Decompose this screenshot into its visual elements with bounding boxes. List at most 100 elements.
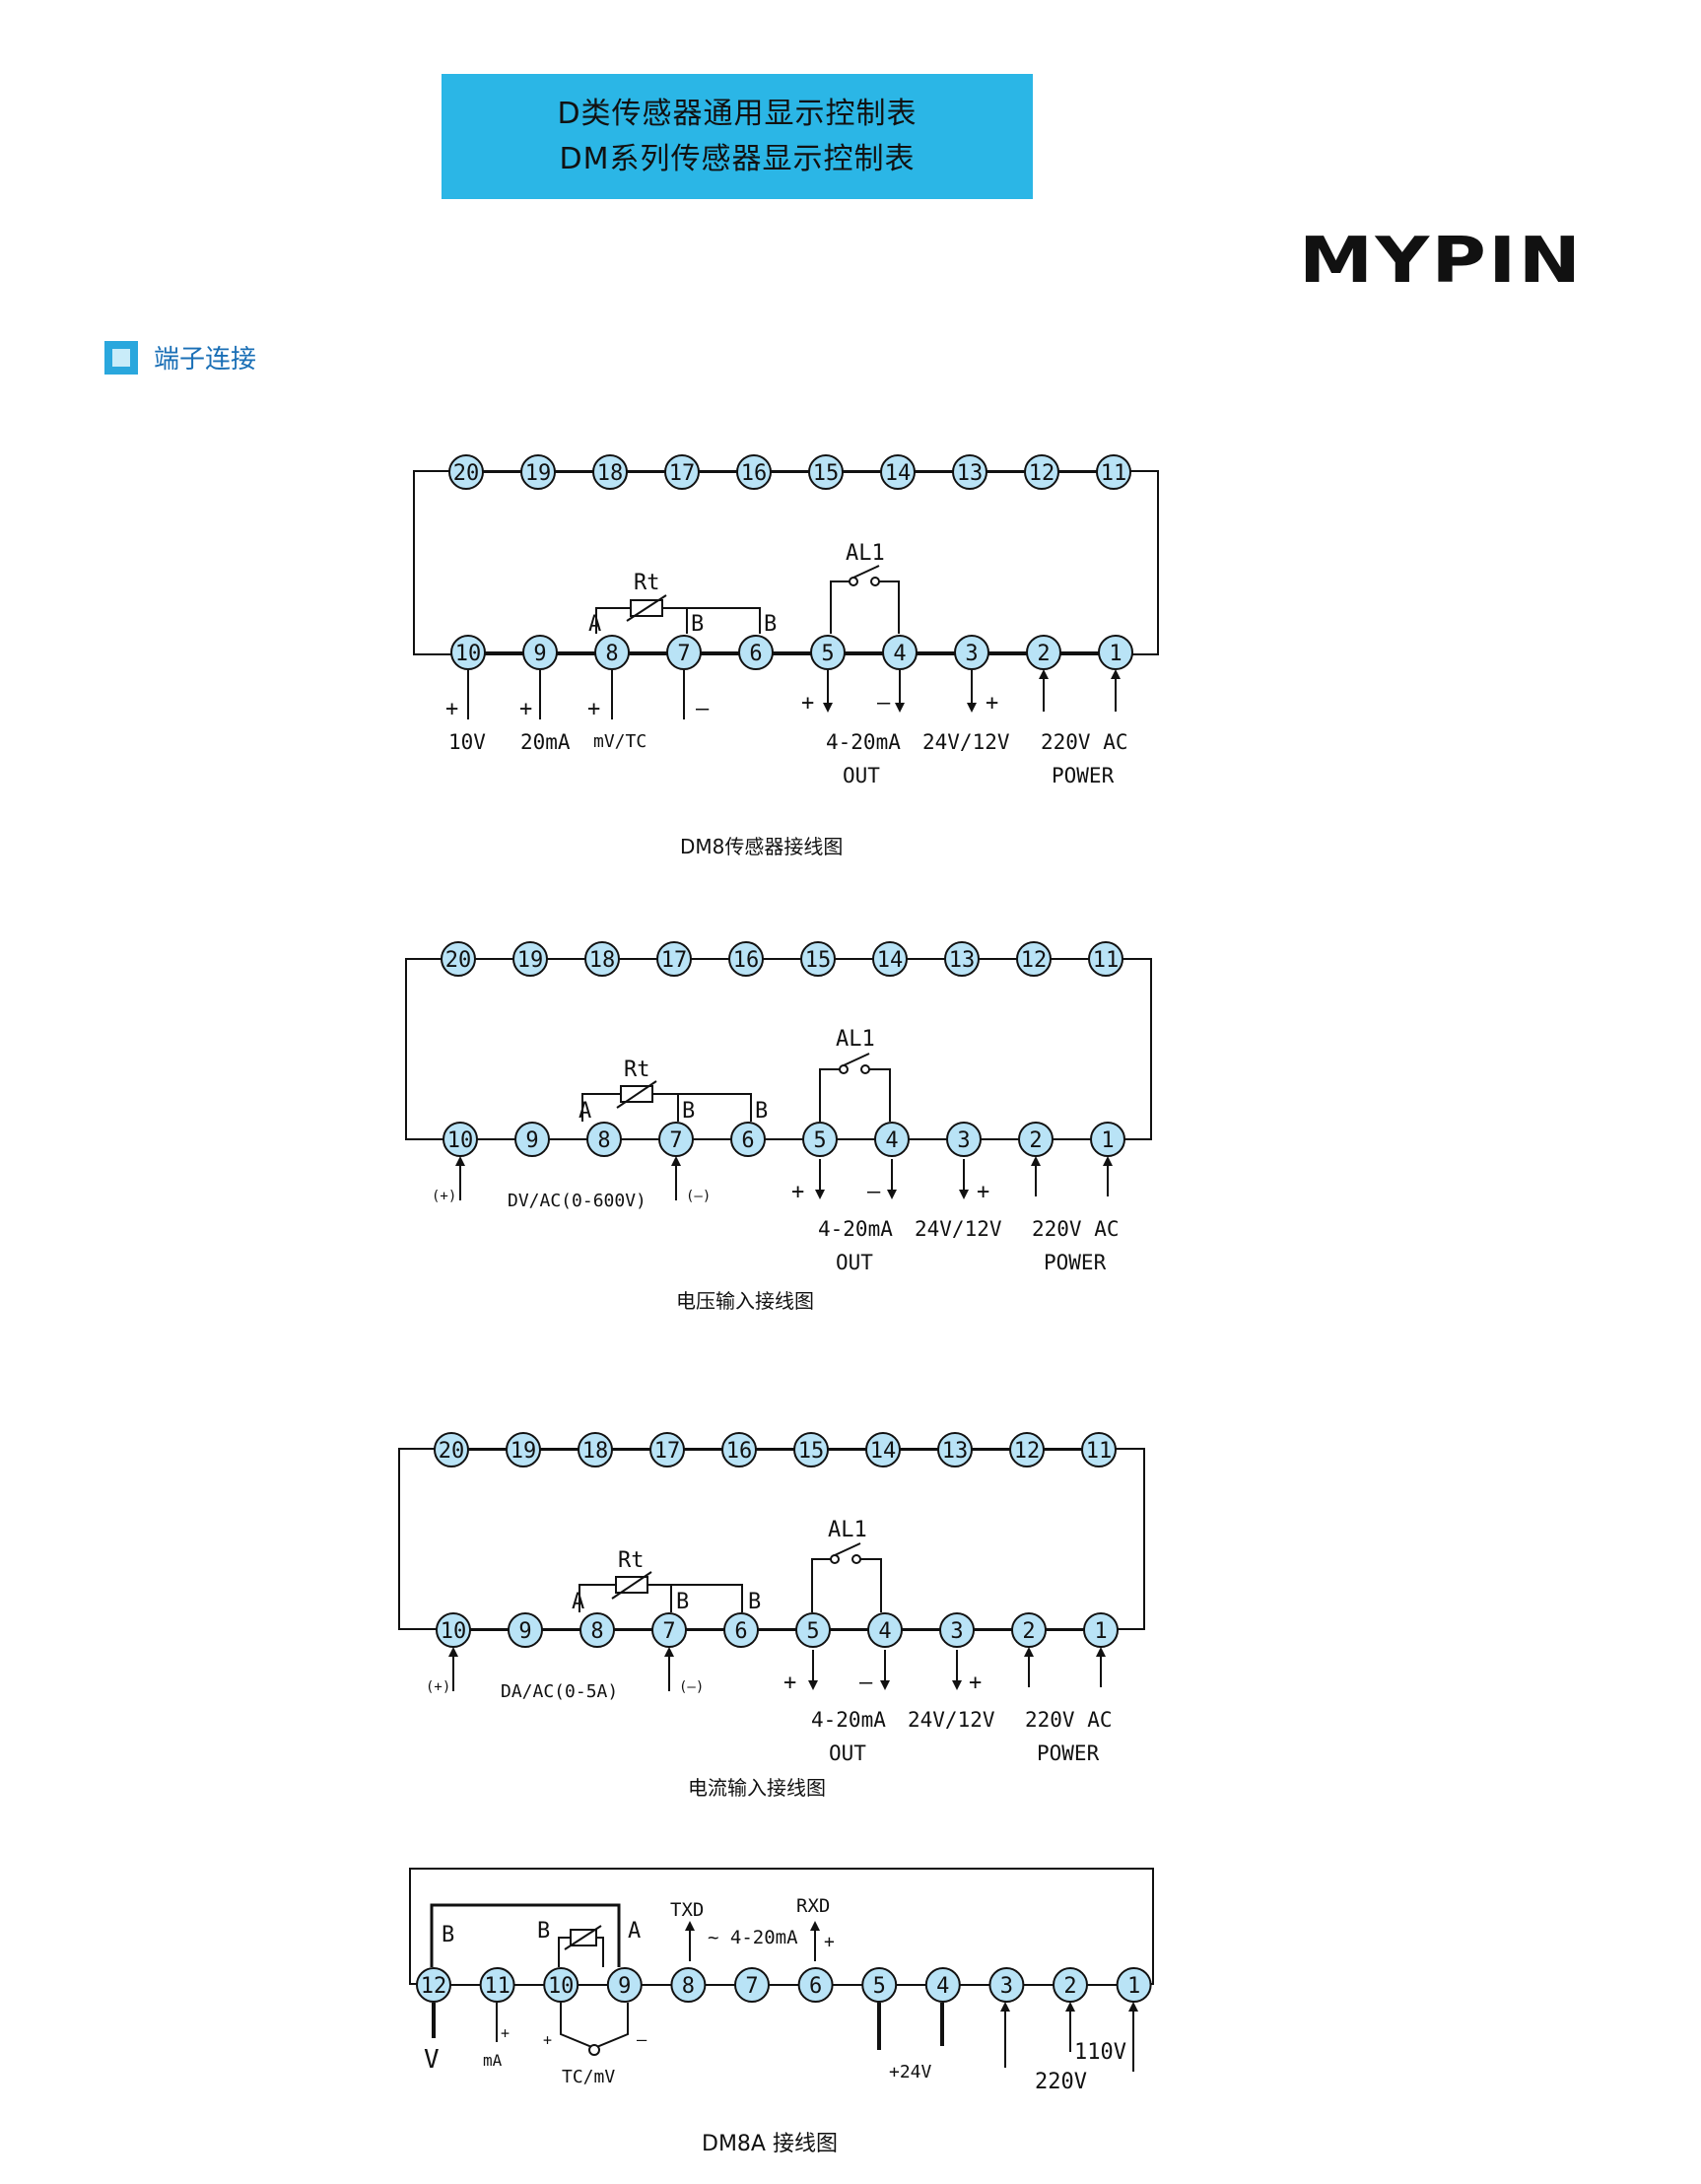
terminal-9: 9 [522,635,558,670]
terminal-circle [520,454,556,490]
terminal-number: 18 [589,948,616,973]
label-20ma: 20mA [520,730,571,754]
plus-label: + [791,1180,804,1204]
label-24v12v: 24V/12V [915,1217,1002,1241]
terminal-16: 16 [736,454,772,490]
terminal-11: 11 [479,1967,515,2003]
terminal-circle [937,1432,973,1467]
terminal-15: 15 [808,454,844,490]
terminal-circle [1024,454,1059,490]
terminal-number: 4 [893,642,906,666]
terminal-8: 8 [586,1122,622,1157]
terminal-circle [666,635,702,670]
terminal-number: 13 [942,1439,969,1464]
minus-label: – [696,697,710,721]
terminal-number: 3 [1000,1974,1013,1999]
a-label: A [588,612,601,637]
rt-label: Rt [618,1548,645,1573]
terminal-13: 13 [937,1432,973,1467]
terminal-number: 8 [605,642,618,666]
terminal-number: 20 [453,461,480,486]
terminal-14: 14 [872,941,908,977]
label-220v-ac: 220V AC [1041,730,1128,754]
plus-label: + [519,697,532,721]
terminal-circle [592,454,628,490]
terminal-circle [664,454,700,490]
terminal-number: 14 [877,948,904,973]
terminal-8: 8 [579,1612,615,1648]
terminal-number: 6 [741,1128,754,1153]
terminal-number: 5 [806,1619,819,1644]
terminal-number: 16 [741,461,768,486]
terminal-circle [649,1432,685,1467]
terminal-14: 14 [865,1432,901,1467]
caption-voltage: 电压输入接线图 [676,1289,814,1313]
terminal-number: 8 [682,1974,695,1999]
rt-label: Rt [634,571,660,595]
terminal-1: 1 [1090,1122,1125,1157]
terminal-circle [810,635,846,670]
terminal-number: 18 [597,461,624,486]
label-out: OUT [843,764,880,787]
terminal-number: 4 [936,1974,949,1999]
terminal-number: 14 [885,461,912,486]
minus-label: – [877,691,891,716]
label-power: POWER [1044,1251,1107,1274]
tcmv-label: TC/mV [562,2067,615,2087]
terminal-13: 13 [952,454,987,490]
terminal-circle [434,1432,469,1467]
terminal-number: 2 [1022,1619,1035,1644]
terminal-number: 5 [813,1128,826,1153]
terminal-circle [584,941,620,977]
terminal-number: 5 [873,1974,886,1999]
b-label: B [537,1919,550,1944]
terminal-5: 5 [802,1122,838,1157]
label-4-20ma: 4-20mA [826,730,901,754]
terminal-circle [944,941,980,977]
terminal-3: 3 [946,1122,982,1157]
terminal-6: 6 [797,1967,834,2003]
terminal-18: 18 [578,1432,613,1467]
terminal-number: 16 [733,948,760,973]
section-title: 端子连接 [154,345,257,375]
terminal-number: 1 [1101,1128,1114,1153]
b-label: B [748,1590,761,1614]
caption-current: 电流输入接线图 [688,1776,826,1800]
terminal-number: 6 [809,1974,822,1999]
terminal-14: 14 [880,454,916,490]
v-label: V [424,2045,440,2075]
terminal-circle [514,1122,550,1157]
terminal-7: 7 [666,635,702,670]
terminal-number: 20 [439,1439,465,1464]
terminal-circle [1096,454,1131,490]
terminal-circle [865,1432,901,1467]
terminal-9: 9 [508,1612,543,1648]
terminal-4: 4 [874,1122,910,1157]
terminal-number: 16 [726,1439,753,1464]
terminal-number: 12 [1014,1439,1041,1464]
title-line-2: DM系列传感器显示控制表 [559,141,916,176]
terminal-number: 10 [447,1128,474,1153]
terminal-circle [861,1967,898,2003]
terminal-17: 17 [649,1432,685,1467]
terminal-4: 4 [867,1612,903,1648]
terminal-circle [734,1967,770,2003]
terminal-16: 16 [721,1432,757,1467]
terminal-circle [882,635,918,670]
terminal-2: 2 [1011,1612,1047,1648]
label-power: POWER [1037,1741,1100,1765]
al1-label: AL1 [836,1027,875,1052]
terminal-number: 7 [745,1974,758,1999]
terminal-number: 17 [661,948,688,973]
pos-label: (+) [432,1189,456,1204]
section-marker-icon [104,340,138,375]
terminal-circle [594,635,630,670]
terminal-6: 6 [738,635,774,670]
terminal-number: 10 [455,642,482,666]
rxd-label: RXD [796,1895,830,1917]
terminal-number: 17 [654,1439,681,1464]
label-4-20ma: 4-20mA [811,1708,886,1732]
label-220v: 220V [1035,2070,1087,2094]
terminal-13: 13 [944,941,980,977]
